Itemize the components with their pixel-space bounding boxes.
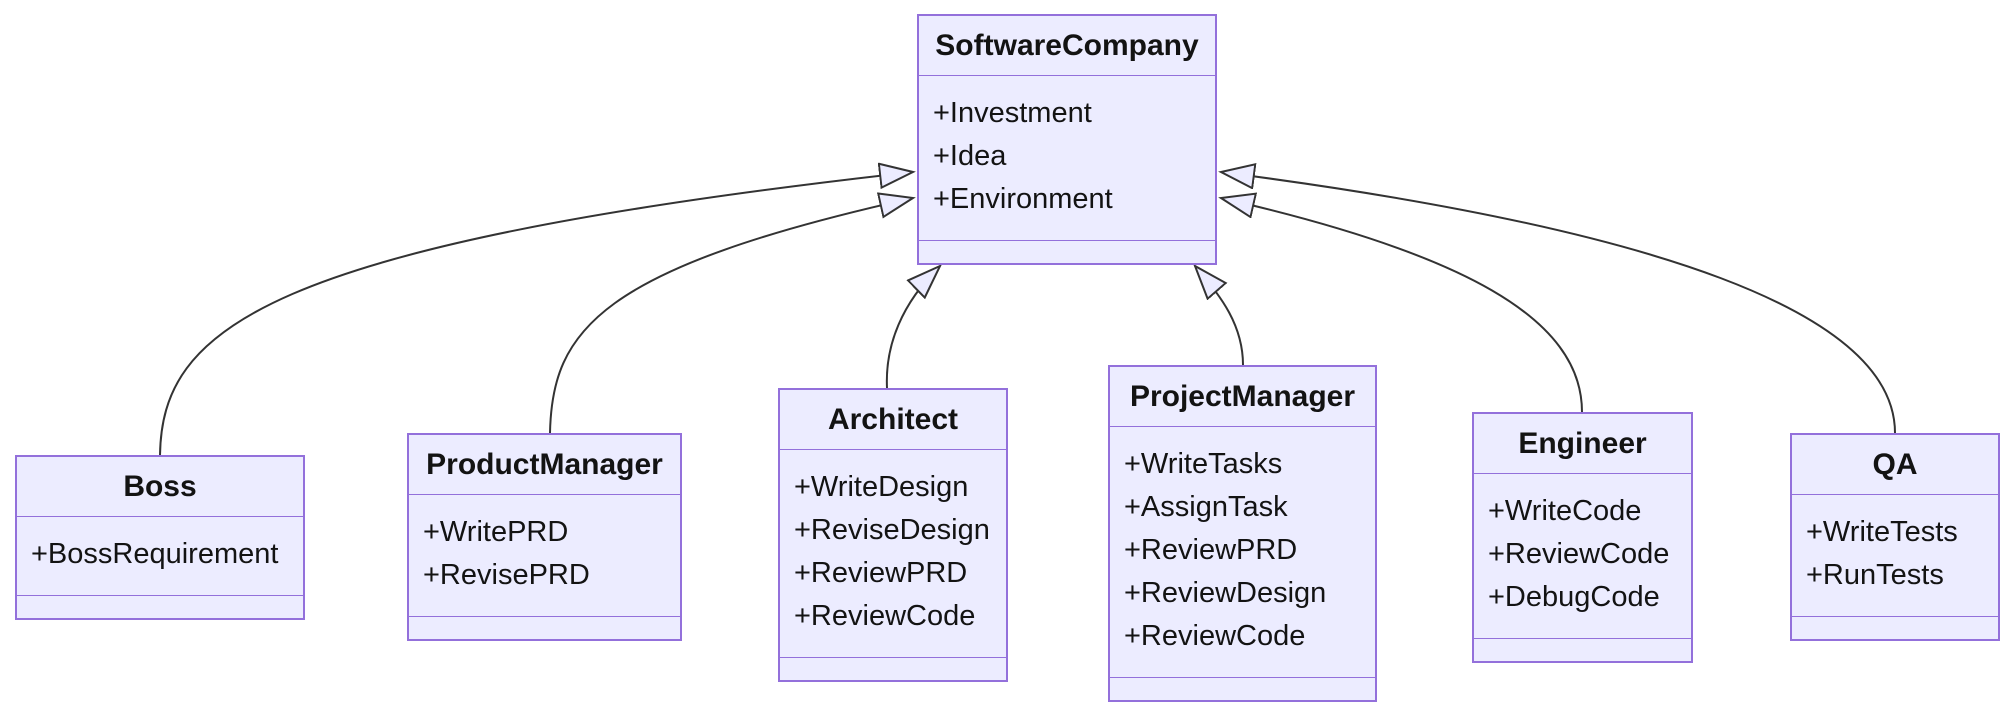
class-box-productmanager: ProductManager +WritePRD +RevisePRD — [407, 433, 682, 641]
class-attribute: +ReviewPRD — [794, 557, 968, 589]
class-attributes-compartment: +WriteDesign +ReviseDesign +ReviewPRD +Revi… — [780, 450, 1006, 658]
class-box-engineer: Engineer +WriteCode +ReviewCode +DebugCode — [1472, 412, 1693, 663]
class-attributes-compartment: +WriteTests +RunTests — [1792, 495, 1998, 617]
class-title: SoftwareCompany — [919, 16, 1215, 76]
class-title: Architect — [780, 390, 1006, 450]
class-attribute: +WritePRD — [423, 516, 569, 548]
class-box-qa: QA +WriteTests +RunTests — [1790, 433, 2000, 641]
class-methods-compartment — [1110, 678, 1375, 700]
class-attribute: +ReviewDesign — [1124, 577, 1327, 609]
class-title: Boss — [17, 457, 303, 517]
class-attribute: +ReviewPRD — [1124, 534, 1298, 566]
class-methods-compartment — [780, 658, 1006, 680]
inheritance-edge-architect-softwarecompany — [885, 266, 940, 389]
class-box-boss: Boss +BossRequirement — [15, 455, 305, 620]
class-attributes-compartment: +Investment +Idea +Environment — [919, 76, 1215, 241]
class-methods-compartment — [1792, 617, 1998, 639]
class-attribute: +Investment — [933, 97, 1092, 129]
inheritance-edge-projectmanager-softwarecompany — [1195, 266, 1244, 366]
class-attribute: +WriteCode — [1488, 495, 1642, 527]
class-attribute: +WriteDesign — [794, 471, 969, 503]
class-attribute: +WriteTests — [1806, 516, 1958, 548]
class-attribute: +ReviewCode — [794, 600, 976, 632]
class-methods-compartment — [17, 596, 303, 618]
class-attribute: +ReviseDesign — [794, 514, 990, 546]
class-attributes-compartment: +BossRequirement — [17, 517, 303, 596]
class-title: ProjectManager — [1110, 367, 1375, 427]
class-methods-compartment — [919, 241, 1215, 263]
class-attribute: +DebugCode — [1488, 581, 1660, 613]
class-methods-compartment — [1474, 639, 1691, 661]
class-attribute: +Environment — [933, 183, 1113, 215]
class-attribute: +RevisePRD — [423, 559, 590, 591]
class-attributes-compartment: +WriteCode +ReviewCode +DebugCode — [1474, 474, 1691, 639]
class-attribute: +Idea — [933, 140, 1007, 172]
class-attributes-compartment: +WritePRD +RevisePRD — [409, 495, 680, 617]
class-title: QA — [1792, 435, 1998, 495]
class-box-projectmanager: ProjectManager +WriteTasks +AssignTask +Rev… — [1108, 365, 1377, 702]
class-attribute: +WriteTasks — [1124, 448, 1283, 480]
class-attribute: +ReviewCode — [1488, 538, 1670, 570]
class-title: Engineer — [1474, 414, 1691, 474]
class-box-softwarecompany: SoftwareCompany +Investment +Idea +Environm… — [917, 14, 1217, 265]
class-methods-compartment — [409, 617, 680, 639]
class-title: ProductManager — [409, 435, 680, 495]
class-box-architect: Architect +WriteDesign +ReviseDesign +Revie… — [778, 388, 1008, 682]
class-attribute: +RunTests — [1806, 559, 1944, 591]
class-attribute: +ReviewCode — [1124, 620, 1306, 652]
class-attribute: +BossRequirement — [31, 538, 279, 570]
class-attributes-compartment: +WriteTasks +AssignTask +ReviewPRD +ReviewD… — [1110, 427, 1375, 678]
class-attribute: +AssignTask — [1124, 491, 1288, 523]
